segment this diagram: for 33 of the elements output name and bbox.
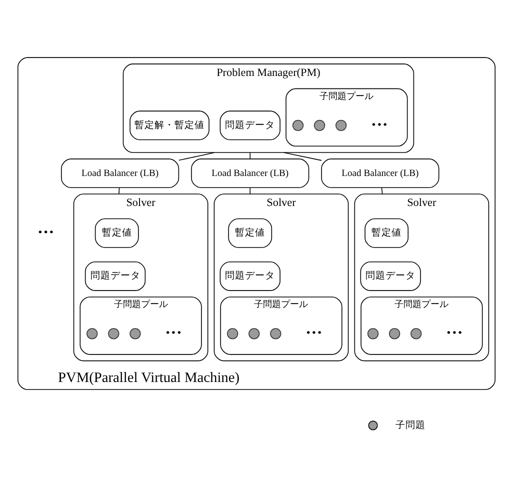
node-box: 問題データ (84, 260, 146, 290)
node-circle (108, 328, 120, 339)
node-box: 問題データ (360, 260, 421, 290)
node-box: Load Balancer (LB) (321, 158, 440, 188)
node-circle (292, 119, 304, 130)
node-box: 暫定値 (364, 218, 409, 248)
node-box: 暫定値 (94, 218, 139, 248)
legend-label: 子問題 (396, 419, 426, 430)
label: ••• (446, 328, 463, 339)
label: ••• (305, 328, 322, 339)
node-circle (388, 328, 400, 339)
node-circle (367, 328, 379, 339)
connector (250, 186, 251, 194)
node-circle (410, 328, 422, 339)
node-circle (270, 328, 282, 339)
node-box: 問題データ (220, 110, 280, 140)
label: ••• (370, 119, 388, 130)
connector (118, 186, 120, 194)
node-box: Load Balancer (LB) (61, 158, 180, 188)
label: ••• (37, 227, 54, 238)
node-circle (226, 328, 238, 339)
node-circle (336, 119, 347, 130)
connector (283, 152, 322, 160)
node-circle (248, 328, 260, 339)
node-circle (86, 328, 98, 339)
node-circle (314, 119, 326, 130)
node-box: 暫定値 (228, 218, 272, 248)
node-circle (130, 328, 141, 339)
connector (250, 152, 251, 159)
node-box: 問題データ (220, 260, 280, 290)
node-box: 暫定解・暫定値 (130, 110, 210, 140)
label: ••• (165, 328, 182, 339)
node-box: Load Balancer (LB) (191, 158, 310, 188)
